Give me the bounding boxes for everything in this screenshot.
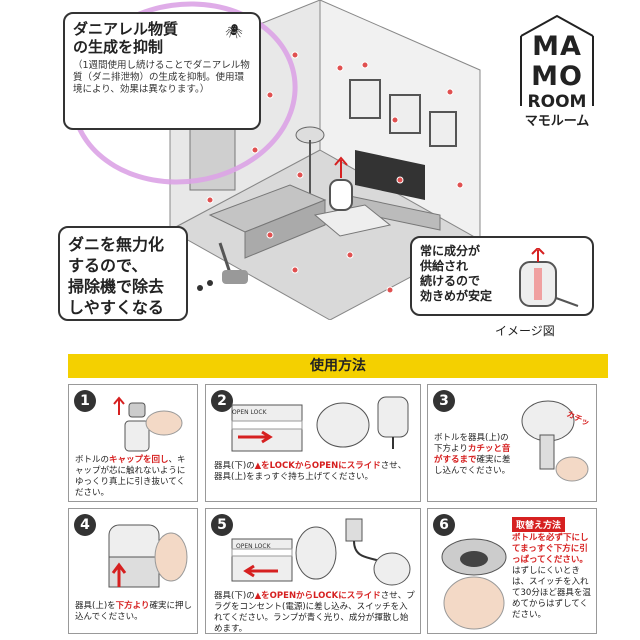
bottle-insert-illustration [521, 400, 589, 482]
image-note: イメージ図 [495, 324, 555, 338]
device-cutaway-icon [519, 248, 579, 307]
brand-kana: マモルーム [524, 114, 590, 129]
callout-mite-note: （1週間使用し続けることでダニアレル物質（ダニ排泄物）の生成を抑制。使用環境によ… [73, 60, 250, 95]
brand-letters-2: MO [531, 61, 583, 92]
house-outline-icon [520, 14, 594, 106]
step-panel-6: 6 取替え方法 ボトルを必ず下にしてまっすぐ下方に引っぱってください。はずしにく… [427, 508, 597, 634]
callout-mite-line2: の生成を抑制 [73, 38, 164, 56]
mite-icon: 🕷 [225, 24, 243, 40]
step-panel-4: 4 器具(上)を下方より確実に押し込んでください。 [68, 508, 198, 634]
usage-title: 使用方法 [310, 358, 366, 374]
replacement-title: 取替え方法 [512, 517, 566, 532]
step-number: 4 [74, 514, 96, 536]
callout-vacuum-line: しやすくなる [68, 298, 164, 317]
bottle-cap-illustration [113, 396, 183, 452]
brand-logo: MA MO ROOM マモルーム [517, 14, 597, 129]
step-panel-1: 1 ボトルのキャップを回し、キャップが芯に触れないようにゆっくり真上に引き抜いて… [68, 384, 198, 502]
callout-mite-line1: ダニアレル物質 [73, 20, 179, 38]
step-number: 6 [433, 514, 455, 536]
step-panel-3: 3 カチッ ボトルを器具(上)の下方よりカチッと音がするまで確実に差し込んでくだ… [427, 384, 597, 502]
step-caption: ボトルのキャップを回し、キャップが芯に触れないようにゆっくり真上に引き抜いてくだ… [75, 455, 186, 498]
brand-letters-3: ROOM [527, 92, 587, 112]
device-open-illustration [231, 396, 409, 452]
open-lock-label: OPEN LOCK [236, 543, 271, 550]
step-caption: 器具(下)の▲をOPENからLOCKにスライドさせ、プラグをコンセント(電源)に… [214, 591, 415, 634]
step-number: 2 [211, 390, 233, 412]
usage-band: 使用方法 [68, 354, 608, 378]
open-lock-label: OPEN LOCK [232, 409, 267, 416]
step-panel-2: 2 OPEN LOCK 器具(下)の▲をLOCKからOPENにスライドさせ、器具… [205, 384, 421, 502]
step-number: 3 [433, 390, 455, 412]
device-press-illustration [108, 524, 188, 588]
callout-constant-supply: 常に成分が 供給され 続けるので 効きめが安定 [410, 236, 594, 316]
brand-letters-1: MA [532, 31, 582, 62]
callout-constant-line: 供給され [420, 259, 469, 273]
callout-constant-line: 続けるので [420, 274, 481, 288]
callout-vacuum: ダニを無力化 するので、 掃除機で除去 しやすくなる [58, 226, 188, 321]
bottle-remove-illustration [441, 538, 507, 630]
callout-vacuum-line: ダニを無力化 [68, 235, 165, 254]
callout-constant-line: 効きめが安定 [420, 289, 493, 303]
step-caption: ボトルを必ず下にしてまっすぐ下方に引っぱってください。はずしにくいときは、スイッ… [512, 533, 591, 620]
step-caption: 器具(下)の▲をLOCKからOPENにスライドさせ、器具(上)をまっすぐ持ち上げ… [214, 461, 407, 482]
step-caption: 器具(上)を下方より確実に押し込んでください。 [75, 601, 192, 622]
callout-vacuum-line: するので、 [68, 256, 148, 275]
vacuum-icon [197, 242, 248, 291]
step-panel-5: 5 OPEN LOCK 器具(下)の▲をOPENからLOCKにスライドさせ、プラ… [205, 508, 421, 634]
step-number: 1 [74, 390, 96, 412]
callout-vacuum-line: 掃除機で除去 [68, 277, 165, 296]
callout-mite-allergen: ダニアレル物質 の生成を抑制 （1週間使用し続けることでダニアレル物質（ダニ排泄… [63, 12, 261, 130]
device-lock-plug-illustration [231, 518, 411, 586]
step-number: 5 [211, 514, 233, 536]
callout-constant-line: 常に成分が [420, 244, 481, 258]
step-caption: ボトルを器具(上)の下方よりカチッと音がするまで確実に差し込んでください。 [434, 433, 511, 476]
